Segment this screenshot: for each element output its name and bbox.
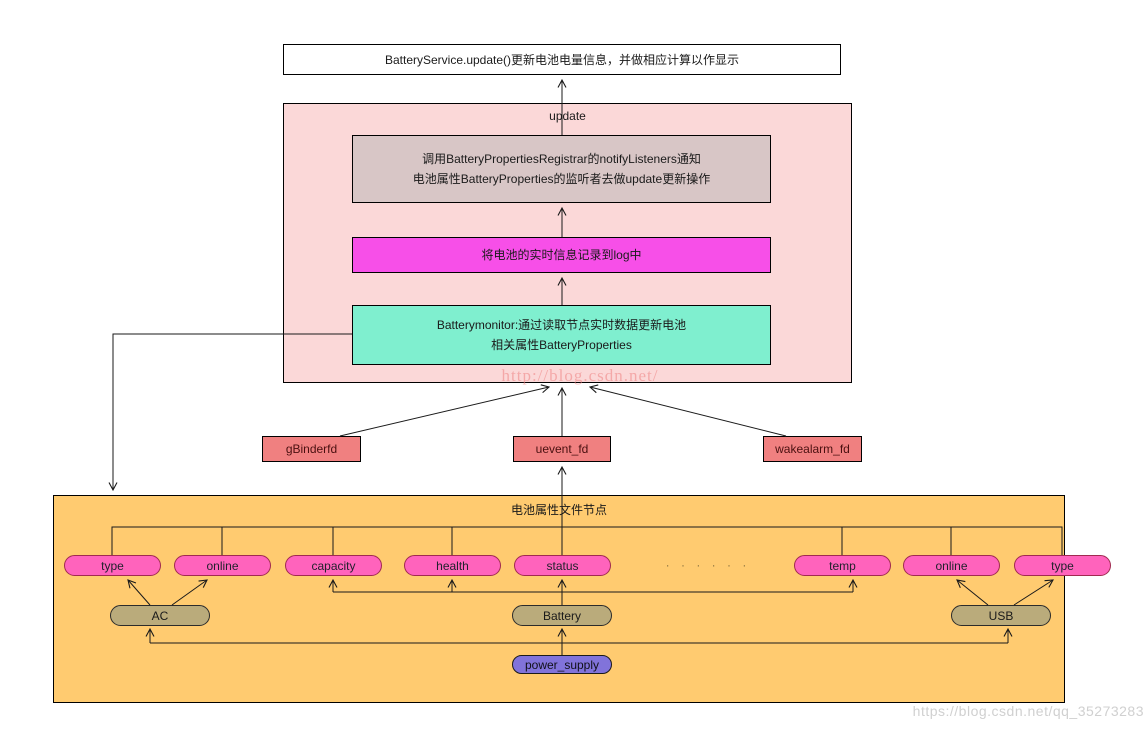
fd-box-uevent-fd-label: uevent_fd (535, 442, 589, 456)
battery-monitor-line1: Batterymonitor:通过读取节点实时数据更新电池 (436, 318, 687, 332)
node-oval-label: online (935, 558, 968, 573)
fd-box-uevent-fd: uevent_fd (513, 436, 611, 462)
supplier-oval-ac: AC (110, 605, 210, 626)
supplier-oval-usb: USB (951, 605, 1051, 626)
node-oval-label: health (436, 558, 469, 573)
node-oval-label: temp (829, 558, 856, 573)
node-oval-capacity: capacity (285, 555, 382, 576)
node-ellipsis: · · · · · · (665, 558, 751, 572)
log-record-box: 将电池的实时信息记录到log中 (352, 237, 771, 273)
node-oval-label: type (1051, 558, 1074, 573)
supplier-oval-battery: Battery (512, 605, 612, 626)
supplier-oval-label: AC (151, 608, 169, 623)
supplier-oval-label: USB (988, 608, 1014, 623)
watermark-bottom-right: https://blog.csdn.net/qq_35273283 (912, 703, 1144, 719)
battery-service-update-box: BatteryService.update()更新电池电量信息，并做相应计算以作… (283, 44, 841, 75)
node-oval-online-left: online (174, 555, 271, 576)
notify-listeners-box: 调用BatteryPropertiesRegistrar的notifyListe… (352, 135, 771, 203)
file-node-panel-title: 电池属性文件节点 (510, 503, 607, 517)
fd-box-wakealarm-fd-label: wakealarm_fd (775, 442, 850, 456)
node-oval-type-right: type (1014, 555, 1111, 576)
supplier-oval-label: Battery (542, 608, 581, 623)
battery-service-update-label: BatteryService.update()更新电池电量信息，并做相应计算以作… (384, 52, 740, 67)
node-oval-label: status (546, 558, 579, 573)
node-oval-label: online (206, 558, 239, 573)
arrow-wakealarmfd-to-panel (588, 384, 787, 437)
notify-listeners-line2: 电池属性BatteryProperties的监听者去做update更新操作 (412, 172, 711, 186)
node-oval-temp: temp (794, 555, 891, 576)
update-panel-label: update (549, 109, 586, 123)
root-oval-label: power_supply (524, 657, 600, 672)
root-oval-power-supply: power_supply (512, 655, 612, 674)
watermark-center: http://blog.csdn.net/ (501, 366, 659, 385)
battery-monitor-box: Batterymonitor:通过读取节点实时数据更新电池 相关属性Batter… (352, 305, 771, 365)
fd-box-gbinderfd-label: gBinderfd (285, 442, 338, 456)
node-oval-type-left: type (64, 555, 161, 576)
node-oval-health: health (404, 555, 501, 576)
node-oval-label: type (101, 558, 124, 573)
node-oval-status: status (514, 555, 611, 576)
node-oval-online-right: online (903, 555, 1000, 576)
notify-listeners-line1: 调用BatteryPropertiesRegistrar的notifyListe… (422, 152, 701, 166)
fd-box-gbinderfd: gBinderfd (262, 436, 361, 462)
battery-monitor-line2: 相关属性BatteryProperties (491, 338, 632, 352)
fd-box-wakealarm-fd: wakealarm_fd (763, 436, 862, 462)
node-oval-label: capacity (311, 558, 356, 573)
log-record-label: 将电池的实时信息记录到log中 (481, 248, 642, 262)
arrow-gbinderfd-to-panel (339, 384, 551, 437)
